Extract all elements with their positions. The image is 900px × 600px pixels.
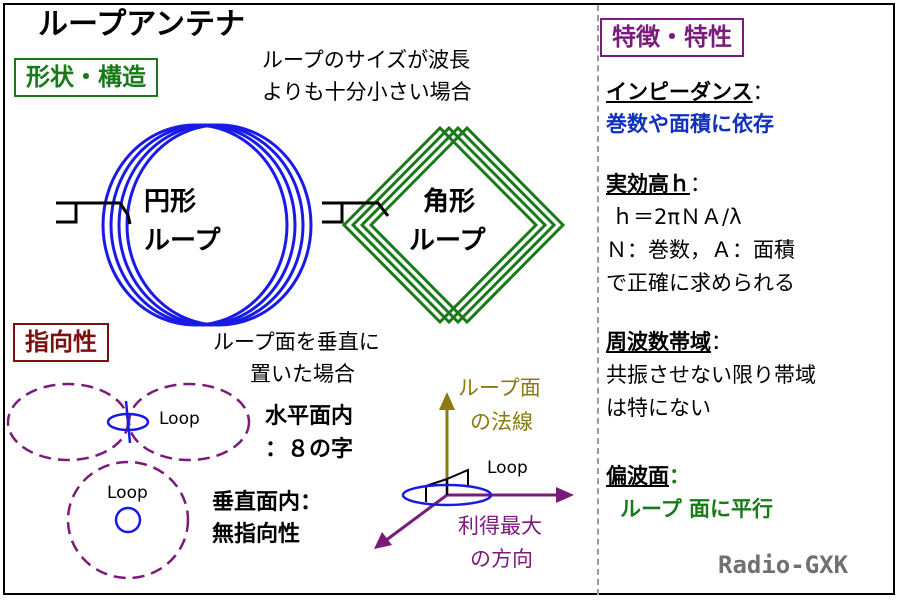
impedance-label: インピーダンス xyxy=(606,80,753,104)
normal-arrow-head xyxy=(439,392,455,410)
effective-height-formula: ｈ＝2πＮＡ/λ xyxy=(612,205,742,229)
features-section-header: 特徴・特性 xyxy=(600,18,744,57)
gain-label-2: の方向 xyxy=(470,547,533,571)
polarization-colon: ： xyxy=(669,464,690,488)
bandwidth-desc-2: は特にない xyxy=(606,396,711,420)
polarization-label: 偏波面 xyxy=(606,464,669,488)
impedance-row: インピーダンス： xyxy=(606,80,774,104)
impedance-value: 巻数や面積に依存 xyxy=(606,112,774,136)
effective-height-label: 実効高ｈ xyxy=(606,172,690,196)
axis-loop-ellipse xyxy=(401,483,493,507)
gain-arrow-head xyxy=(374,532,392,549)
normal-label-1: ループ面 xyxy=(458,376,541,400)
axis-loop-label: Loop xyxy=(487,458,528,478)
vertical-plane-label-2: 無指向性 xyxy=(212,522,301,547)
circular-loop-label-2: ループ xyxy=(144,226,221,256)
horizontal-loop-label: Loop xyxy=(159,409,200,429)
effective-height-colon: ： xyxy=(690,172,711,196)
vertical-plane-label-1: 垂直面内： xyxy=(212,490,323,515)
square-loop-label-1: 角形 xyxy=(423,187,476,217)
page-title: ループアンテナ xyxy=(38,7,245,42)
plane-arrow-head xyxy=(556,487,574,503)
outer-frame xyxy=(3,3,895,595)
square-loop-label-2: ループ xyxy=(409,226,486,256)
circular-loop-coils xyxy=(101,123,313,327)
bandwidth-desc-1: 共振させない限り帯域 xyxy=(606,363,816,387)
effective-height-desc-2: で正確に求められる xyxy=(606,271,795,295)
directivity-note-line1: ループ面を垂直に xyxy=(213,330,380,354)
directivity-section-header: 指向性 xyxy=(13,323,109,362)
polarization-row: 偏波面： xyxy=(606,464,690,488)
square-loop-feed xyxy=(322,201,390,224)
effective-height-desc-1: Ｎ：巻数，Ａ：面積 xyxy=(606,238,795,262)
bandwidth-colon: ： xyxy=(711,330,732,354)
impedance-colon: ： xyxy=(752,80,774,104)
gain-label-1: 利得最大 xyxy=(458,514,542,538)
circular-loop-label-1: 円形 xyxy=(144,187,197,217)
bandwidth-label: 周波数帯域 xyxy=(606,330,711,354)
directivity-note-line2: 置いた場合 xyxy=(250,362,355,386)
axis-diagram xyxy=(374,392,574,549)
circular-loop-feed xyxy=(56,201,132,225)
polarization-value: ループ 面に平行 xyxy=(620,497,774,521)
square-loop-coils xyxy=(341,125,566,325)
vertical-loop-symbol xyxy=(114,506,142,534)
shape-note-line1: ループのサイズが波長 xyxy=(262,48,471,72)
credit-label: Radio-GXK xyxy=(718,551,849,579)
section-divider xyxy=(597,5,599,595)
bandwidth-row: 周波数帯域： xyxy=(606,330,732,354)
horizontal-plane-label-1: 水平面内 xyxy=(265,404,354,429)
vertical-pattern-circle xyxy=(66,460,190,580)
horizontal-plane-label-2: ：８の字 xyxy=(265,437,354,462)
normal-label-2: の法線 xyxy=(470,410,533,434)
vertical-loop-label: Loop xyxy=(107,483,148,503)
shape-note-line2: よりも十分小さい場合 xyxy=(262,80,472,104)
shape-section-header: 形状・構造 xyxy=(14,58,158,97)
effective-height-row: 実効高ｈ： xyxy=(606,172,711,196)
horizontal-loop-axis xyxy=(124,400,132,444)
